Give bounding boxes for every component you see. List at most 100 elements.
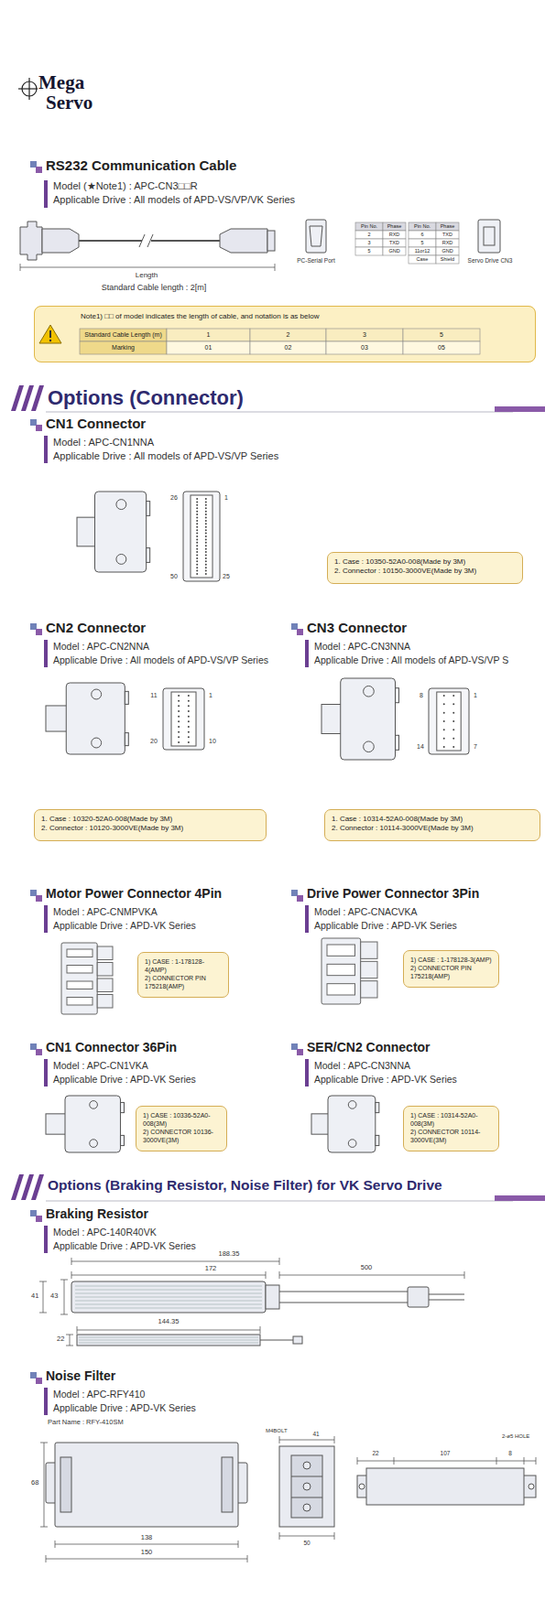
power-connector (321, 938, 378, 1005)
table-grid (382, 230, 406, 240)
connector-face (452, 720, 455, 723)
spec-line: 2) CONNECTOR PIN 175218(AMP) (144, 974, 222, 992)
table-grid (436, 247, 459, 256)
header-icon (30, 1044, 43, 1057)
model-bar (43, 1388, 48, 1417)
table-cell: Phase (440, 223, 456, 229)
pin-number: 1 (224, 494, 229, 502)
cable-length-dimension (20, 263, 275, 272)
table-grid (408, 255, 436, 264)
connector-face (452, 746, 455, 749)
pin-number: 11 (150, 692, 157, 700)
resistor-fins (75, 1301, 262, 1303)
connector-face (196, 526, 198, 529)
dimension-label: 107 (440, 1450, 451, 1458)
connector-hood (340, 678, 396, 761)
connector-face (196, 557, 198, 560)
connector-face (205, 513, 208, 516)
spec-box: 1. Case : 10314-52A0-008(Made by 3M)2. C… (324, 809, 541, 842)
section-band (21, 1175, 34, 1201)
connector-face (196, 570, 198, 573)
connector-face (196, 529, 198, 532)
port-label: Servo Drive CN3 (468, 257, 513, 264)
connector-face (196, 523, 198, 525)
logo-text: Servo (45, 91, 93, 114)
connector-hood (89, 1101, 99, 1111)
header-icon (30, 890, 43, 903)
spec-box: 1) CASE : 10314-52A0-008(3M)2) CONNECTOR… (403, 1106, 500, 1153)
dimension-label: 138 (141, 1535, 153, 1544)
connector-face (183, 491, 220, 582)
table-grid (250, 328, 327, 342)
table-grid (355, 222, 383, 231)
connector-face (205, 538, 208, 541)
connector-face (196, 533, 198, 535)
noise-filter (221, 1458, 233, 1514)
model-line: Applicable Drive : APD-VK Series (314, 920, 458, 932)
model-line: Model : APC-CNMPVKA (53, 906, 158, 918)
power-connector (327, 945, 356, 957)
header-icon (30, 1373, 37, 1380)
table-grid (408, 247, 436, 256)
dimension-label: 144.35 (158, 1318, 180, 1328)
model-bar (43, 436, 48, 464)
section-title: Noise Filter (45, 1369, 116, 1385)
connector-face (187, 726, 190, 729)
spec-line: 1) CASE : 1-178128-3(AMP) (410, 956, 492, 965)
rs232-cable (139, 234, 153, 248)
connector-face (196, 555, 198, 557)
table-cell: 5 (367, 248, 371, 254)
connector-face (171, 692, 197, 747)
resistor-fins (78, 1343, 259, 1345)
header-icon (30, 623, 37, 631)
section-title: CN1 Connector (45, 415, 146, 432)
connector-hood (45, 1096, 124, 1154)
resistor-fins (75, 1286, 262, 1344)
table-cell: TXD (389, 239, 400, 246)
connector-face (452, 703, 455, 706)
dimension-line (60, 1280, 68, 1316)
model-line: Applicable Drive : All models of APD-VS/… (53, 654, 269, 666)
servo-cn3-icon (483, 227, 495, 246)
band-title: Options (Connector) (47, 386, 244, 410)
table-cell: GND (441, 248, 453, 254)
rs232-cable (20, 221, 43, 261)
connector-hood (146, 501, 151, 517)
connector-face (196, 538, 198, 541)
noise-filter (303, 1483, 311, 1492)
resistor-fins (78, 1338, 259, 1340)
port-label: PC-Serial Port (296, 257, 336, 264)
connector-face (205, 533, 208, 535)
noise-filter (291, 1477, 323, 1499)
connector-face (177, 716, 180, 719)
power-connector (97, 963, 113, 978)
connector-face (205, 529, 208, 532)
dimension-line (54, 1541, 239, 1549)
model-bar (43, 1059, 48, 1088)
connector-face (443, 712, 446, 715)
dimension-label: 150 (141, 1549, 153, 1559)
dimension-label: 22 (371, 1450, 379, 1458)
connector-face (163, 688, 205, 751)
connector-hood (375, 1102, 380, 1113)
rs232-cable (219, 228, 268, 253)
connector-face (436, 692, 461, 752)
logo-mark (18, 77, 38, 100)
section-band (31, 385, 44, 412)
connector-hood (395, 688, 400, 704)
connector-hood (89, 1140, 99, 1149)
header-icon (296, 1049, 304, 1057)
pin-number: 14 (416, 743, 425, 752)
header-icon (35, 629, 43, 636)
spec-line: 1. Case : 10350-52A0-008(Made by 3M) (334, 557, 516, 567)
table-cell: Marking (111, 344, 135, 352)
power-connector (66, 998, 93, 1007)
model-line: Model : APC-CN3NNA (314, 641, 411, 653)
section-band (10, 385, 545, 413)
table-cell: 1 (207, 331, 211, 339)
pin-number: 1 (208, 692, 213, 700)
power-connector (66, 966, 93, 975)
power-connector (61, 943, 113, 1015)
dimension-line (279, 1437, 335, 1445)
header-icon (30, 419, 43, 432)
